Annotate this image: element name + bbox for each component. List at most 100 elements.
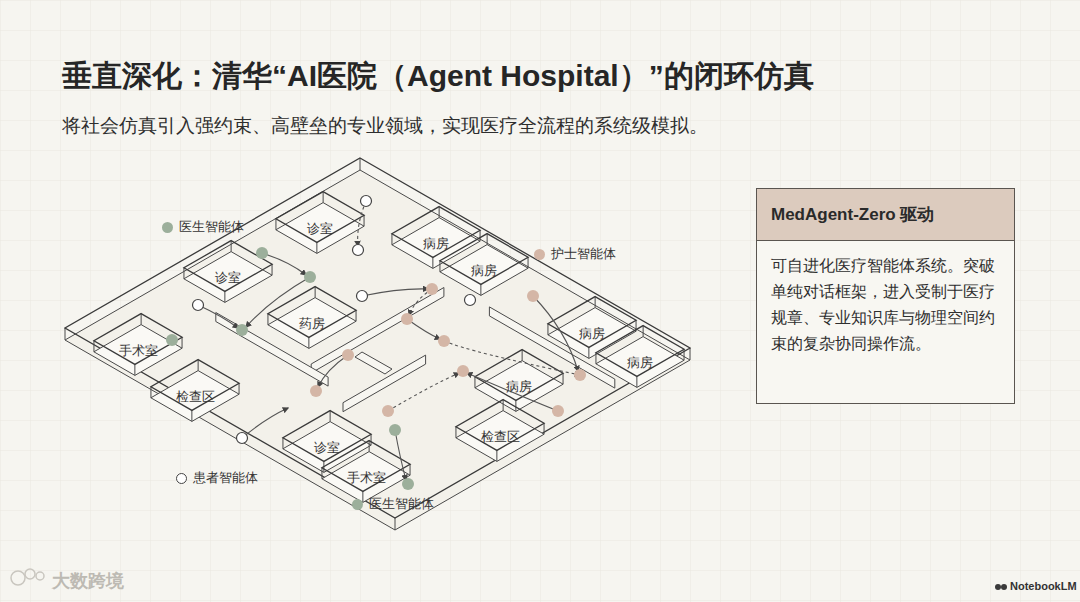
wall-edge	[183, 268, 184, 279]
legend-text: 患者智能体	[193, 469, 258, 487]
movement-path	[533, 296, 578, 371]
wall-edge	[432, 257, 433, 268]
wall-edge	[65, 328, 66, 340]
wall-edge	[231, 241, 232, 252]
wall-edge	[410, 464, 411, 475]
wall-edge	[503, 400, 504, 411]
wall-edge	[480, 284, 481, 295]
room-label: 病房	[471, 264, 497, 277]
room-box	[475, 350, 563, 412]
wall-edge	[528, 257, 529, 268]
wall-edge	[330, 411, 331, 422]
subtitle: 将社会仿真引入强约束、高壁垒的专业领域，实现医疗全流程的系统级模拟。	[62, 113, 708, 139]
legend-swatch	[162, 222, 173, 233]
wall-edge	[487, 234, 488, 245]
wall-edge	[588, 347, 589, 358]
wall-edge	[134, 364, 135, 375]
room-label: 病房	[579, 327, 605, 340]
legend-swatch	[534, 249, 545, 260]
wall-edge	[356, 310, 357, 321]
wall-edge	[522, 350, 523, 361]
room-box	[151, 360, 239, 422]
nurse-agent	[438, 335, 450, 347]
wall-edge	[547, 324, 548, 335]
wall-edge	[323, 192, 324, 203]
movement-path	[362, 289, 428, 296]
wall-edge	[474, 377, 475, 388]
legend-item: 护士智能体	[534, 245, 616, 263]
wall-edge	[515, 400, 516, 411]
room-floor	[456, 411, 544, 462]
wall-edge	[439, 261, 440, 272]
movement-path	[262, 253, 306, 275]
legend-text: 护士智能体	[551, 245, 616, 263]
room-label: 诊室	[307, 222, 333, 235]
movement-path	[395, 430, 406, 480]
room-floor	[94, 325, 182, 376]
patient-agent	[361, 196, 372, 207]
room-box	[276, 192, 364, 254]
room-label: 手术室	[347, 471, 386, 484]
wall-edge	[315, 287, 316, 298]
doctor-agent	[402, 478, 414, 490]
wall-rim	[283, 411, 371, 462]
legend-item: 医生智能体	[352, 495, 434, 513]
wall-edge	[272, 264, 273, 275]
wall-edge	[595, 297, 596, 308]
legend-item: 医生智能体	[162, 218, 244, 236]
wall-edge	[364, 215, 365, 226]
wall-edge	[198, 360, 199, 371]
wall-edge	[439, 207, 440, 218]
wall-edge	[369, 441, 370, 452]
room-floor	[184, 252, 272, 303]
nurse-agent	[552, 405, 564, 417]
room-label: 手术室	[119, 344, 158, 357]
wall-edge	[321, 468, 322, 479]
wall-edge	[316, 242, 317, 253]
panel-heading: MedAgent-Zero 驱动	[757, 189, 1014, 241]
patient-agent	[193, 300, 204, 311]
patient-agent	[465, 295, 476, 306]
doctor-agent	[166, 334, 178, 346]
wall-rim	[276, 192, 364, 243]
wall-rim	[268, 287, 356, 338]
wall-edge	[275, 219, 276, 230]
wall-edge	[391, 234, 392, 245]
wall-rim	[65, 158, 690, 518]
wall-edge	[360, 158, 361, 170]
wall-rim	[151, 360, 239, 411]
wall-edge	[395, 518, 396, 530]
nurse-counter	[355, 352, 392, 374]
nurse-agent	[527, 290, 539, 302]
legend-text: 医生智能体	[179, 218, 244, 236]
room-label: 药房	[299, 317, 325, 330]
wall-rim	[94, 314, 182, 365]
doctor-agent	[389, 424, 401, 436]
patient-agent	[237, 433, 248, 444]
movement-path	[388, 373, 459, 411]
wall-edge	[182, 337, 183, 348]
room-floor	[65, 170, 690, 530]
wall-rim	[456, 400, 544, 451]
room-box	[440, 234, 528, 296]
wall-edge	[496, 450, 497, 461]
movement-path	[467, 373, 558, 411]
room-box	[94, 314, 182, 376]
panel-body: 可自进化医疗智能体系统。突破单纯对话框架，进入受制于医疗规章、专业知识库与物理空…	[757, 241, 1014, 371]
room-floor	[322, 452, 410, 503]
slide-title: 垂直深化：清华“AI医院（Agent Hospital）”的闭环仿真	[62, 56, 814, 97]
corridor-wall	[343, 355, 426, 412]
wall-edge	[643, 326, 644, 337]
wall-edge	[690, 348, 691, 360]
wall-edge	[595, 353, 596, 364]
movement-path	[358, 201, 366, 246]
wall-rim	[475, 350, 563, 401]
doctor-agent	[236, 324, 248, 336]
legend-swatch	[176, 473, 187, 484]
legend-swatch	[352, 499, 363, 510]
movement-path	[318, 355, 348, 387]
wall-edge	[684, 349, 685, 360]
wall-rim	[184, 241, 272, 292]
wall-edge	[308, 337, 309, 348]
wall-rim	[596, 326, 684, 377]
